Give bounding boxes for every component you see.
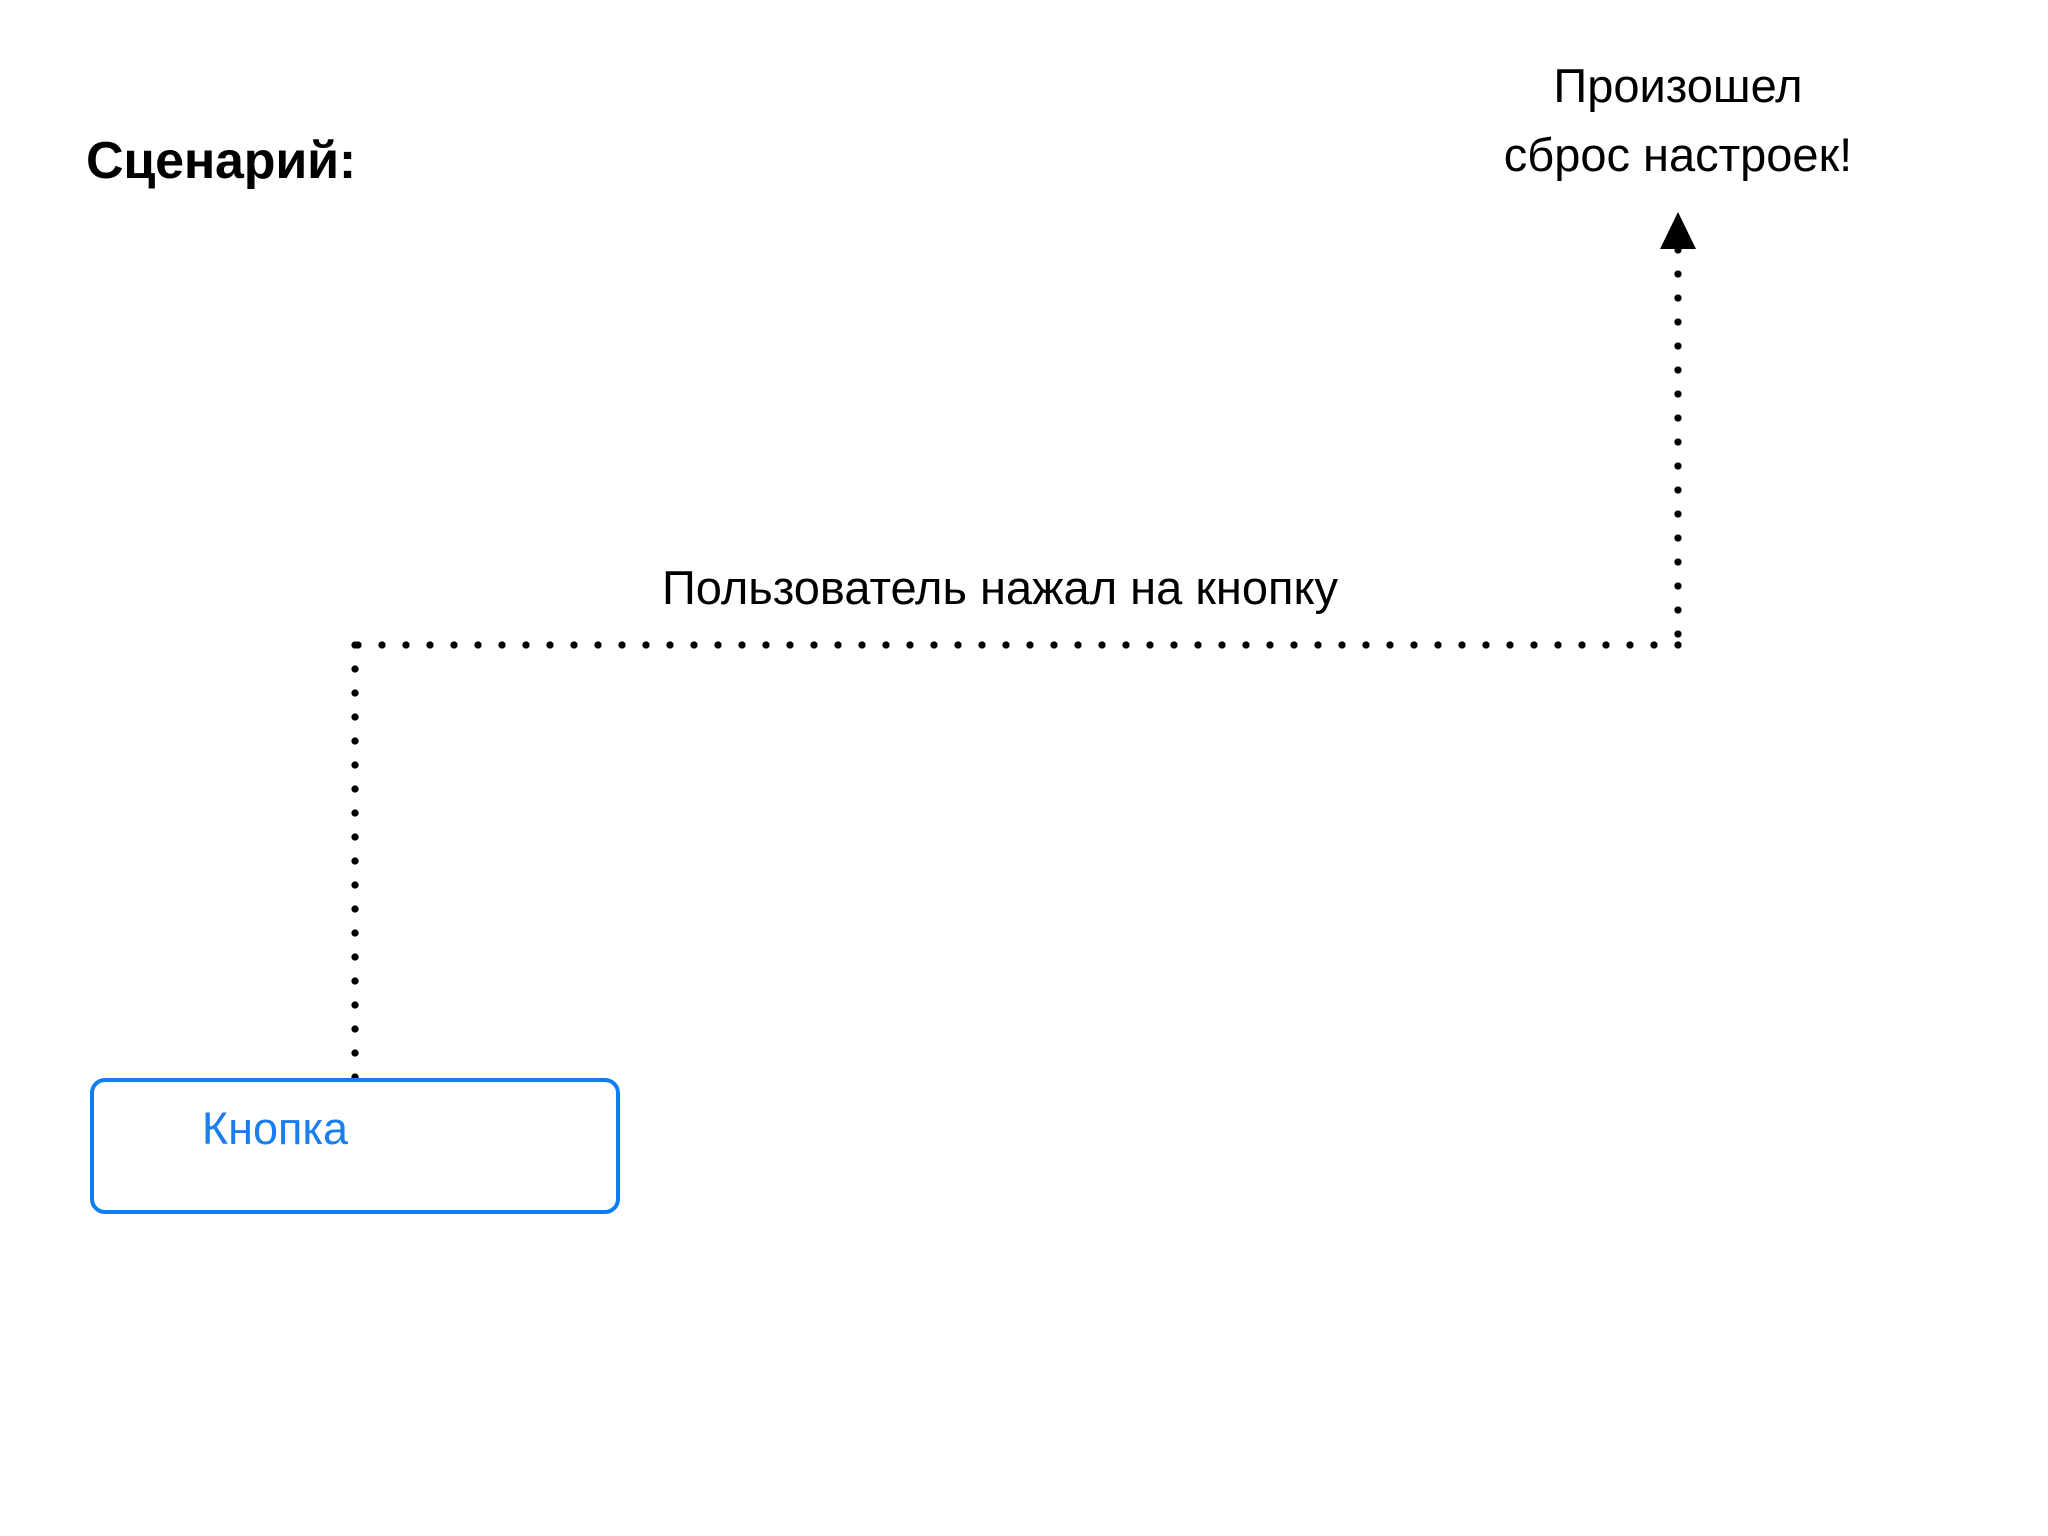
page-title: Сценарий: [86, 132, 356, 190]
connector-vertical-left [351, 641, 359, 1081]
outcome-label-line-2: сброс настроек! [1503, 127, 1853, 181]
event-label: Пользователь нажал на кнопку [661, 561, 1339, 614]
outcome-label: Произошел сброс настроек! [1378, 52, 1978, 189]
action-button-label: Кнопка [201, 1103, 349, 1154]
outcome-label-line-1: Произошел [1553, 59, 1803, 112]
action-button[interactable]: Кнопка [90, 1078, 620, 1214]
connector-horizontal [354, 641, 1684, 649]
arrow-up-icon [1660, 212, 1696, 249]
connector-vertical-right [1674, 246, 1682, 646]
